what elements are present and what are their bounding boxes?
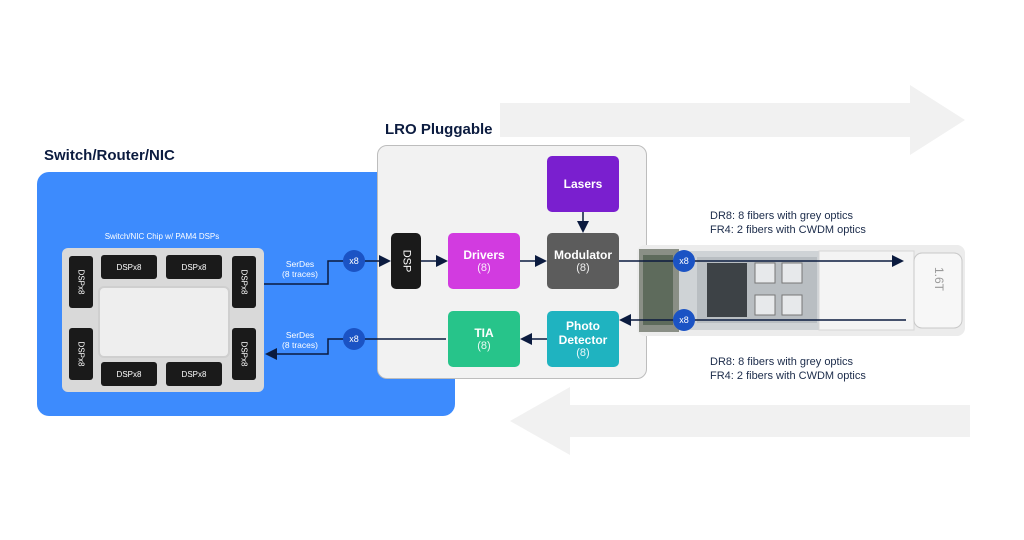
x8-badge-serdes-bottom: x8 (343, 328, 365, 350)
chip-core (98, 286, 230, 358)
photo-detector-block: Photo Detector (8) (547, 311, 619, 367)
tia-block: TIA(8) (448, 311, 520, 367)
x8-badge-tx: x8 (673, 250, 695, 272)
dsp-left-top: DSPx8 (69, 256, 93, 308)
chip-caption: Switch/NIC Chip w/ PAM4 DSPs (104, 232, 220, 241)
dsp-left-bottom: DSPx8 (69, 328, 93, 380)
serdes-bottom-label: SerDes(8 traces) (282, 330, 318, 350)
drivers-block: Drivers(8) (448, 233, 520, 289)
background-arrow-right (500, 85, 965, 155)
background-arrow-left (510, 387, 970, 455)
dsp-bottom-right: DSPx8 (166, 362, 222, 386)
pluggable-module-image (637, 245, 965, 336)
dsp-right-top: DSPx8 (232, 256, 256, 308)
modulator-block: Modulator(8) (547, 233, 619, 289)
switch-title: Switch/Router/NIC (44, 147, 175, 164)
dsp-right-bottom: DSPx8 (232, 328, 256, 380)
dsp-top-right: DSPx8 (166, 255, 222, 279)
dsp-block: DSP (391, 233, 421, 289)
dsp-top-left: DSPx8 (101, 255, 157, 279)
lasers-block: Lasers (547, 156, 619, 212)
x8-badge-rx: x8 (673, 309, 695, 331)
x8-badge-serdes-top: x8 (343, 250, 365, 272)
serdes-top-label: SerDes(8 traces) (282, 259, 318, 279)
lro-title: LRO Pluggable (385, 121, 493, 138)
dsp-bottom-left: DSPx8 (101, 362, 157, 386)
